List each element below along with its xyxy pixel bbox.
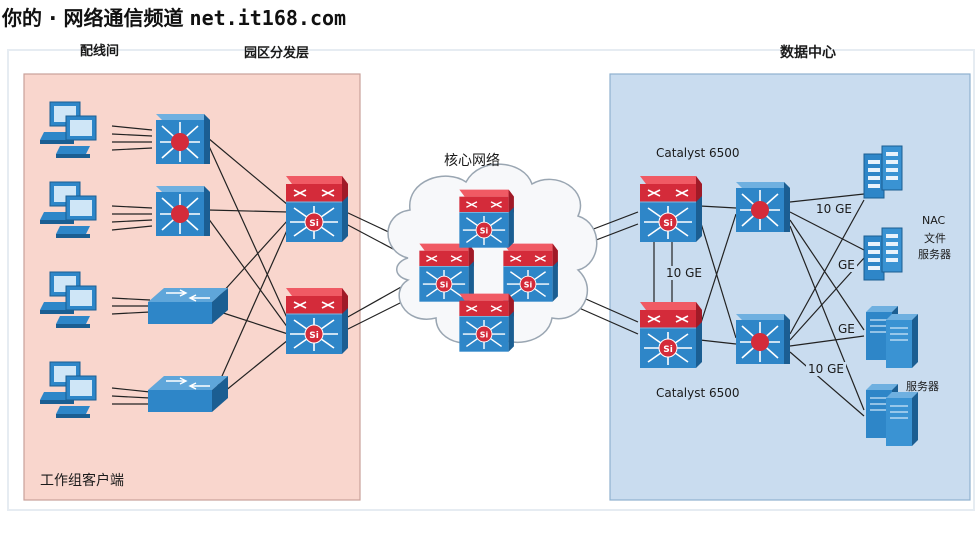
workgroup-switch-1 (147, 287, 229, 325)
label-nas-line2: 文件 (924, 232, 946, 245)
label-catalyst-top: Catalyst 6500 (656, 146, 740, 160)
link-label-ge-2: GE (836, 322, 857, 336)
nas-storage-1 (863, 145, 903, 199)
access-switch-1 (155, 113, 211, 165)
server-pair-1 (865, 305, 919, 369)
link-label-10ge-top: 10 GE (814, 202, 854, 216)
distribution-switch-top (285, 175, 349, 243)
dc-access-switch-top (735, 181, 791, 233)
core-switch-top (458, 188, 515, 249)
label-core-network: 核心网络 (444, 153, 500, 169)
dc-access-switch-bottom (735, 313, 791, 365)
nas-storage-2 (863, 227, 903, 281)
core-switch-bottom (458, 292, 515, 353)
label-campus-distribution: 园区分发层 (244, 46, 310, 61)
link-label-ge-1: GE (836, 258, 857, 272)
distribution-links (207, 137, 289, 401)
label-catalyst-bottom: Catalyst 6500 (656, 386, 740, 400)
outer-frame (7, 49, 975, 511)
catalyst-6500-bottom (639, 301, 703, 369)
label-servers: 服务器 (906, 380, 939, 393)
core-switch-left (418, 242, 475, 303)
watermark-url: net.it168.com (189, 6, 347, 30)
link-label-10ge-bottom: 10 GE (806, 362, 846, 376)
core-switch-right (502, 242, 559, 303)
catalyst-6500-top (639, 175, 703, 243)
client-links (111, 125, 153, 405)
access-switch-2 (155, 185, 211, 237)
label-workgroup-clients: 工作组客户端 (40, 473, 124, 489)
distribution-switch-bottom (285, 287, 349, 355)
label-wiring-closet: 配线间 (80, 44, 120, 59)
label-data-center: 数据中心 (780, 45, 836, 61)
label-nas-line1: NAC (922, 214, 946, 227)
label-nas-line3: 服务器 (918, 248, 951, 261)
watermark-site-text: 你的 · 网络通信频道 (2, 6, 184, 30)
workgroup-switch-2 (147, 375, 229, 413)
dc-links (653, 193, 865, 417)
link-label-10ge-vertical: 10 GE (664, 266, 704, 280)
